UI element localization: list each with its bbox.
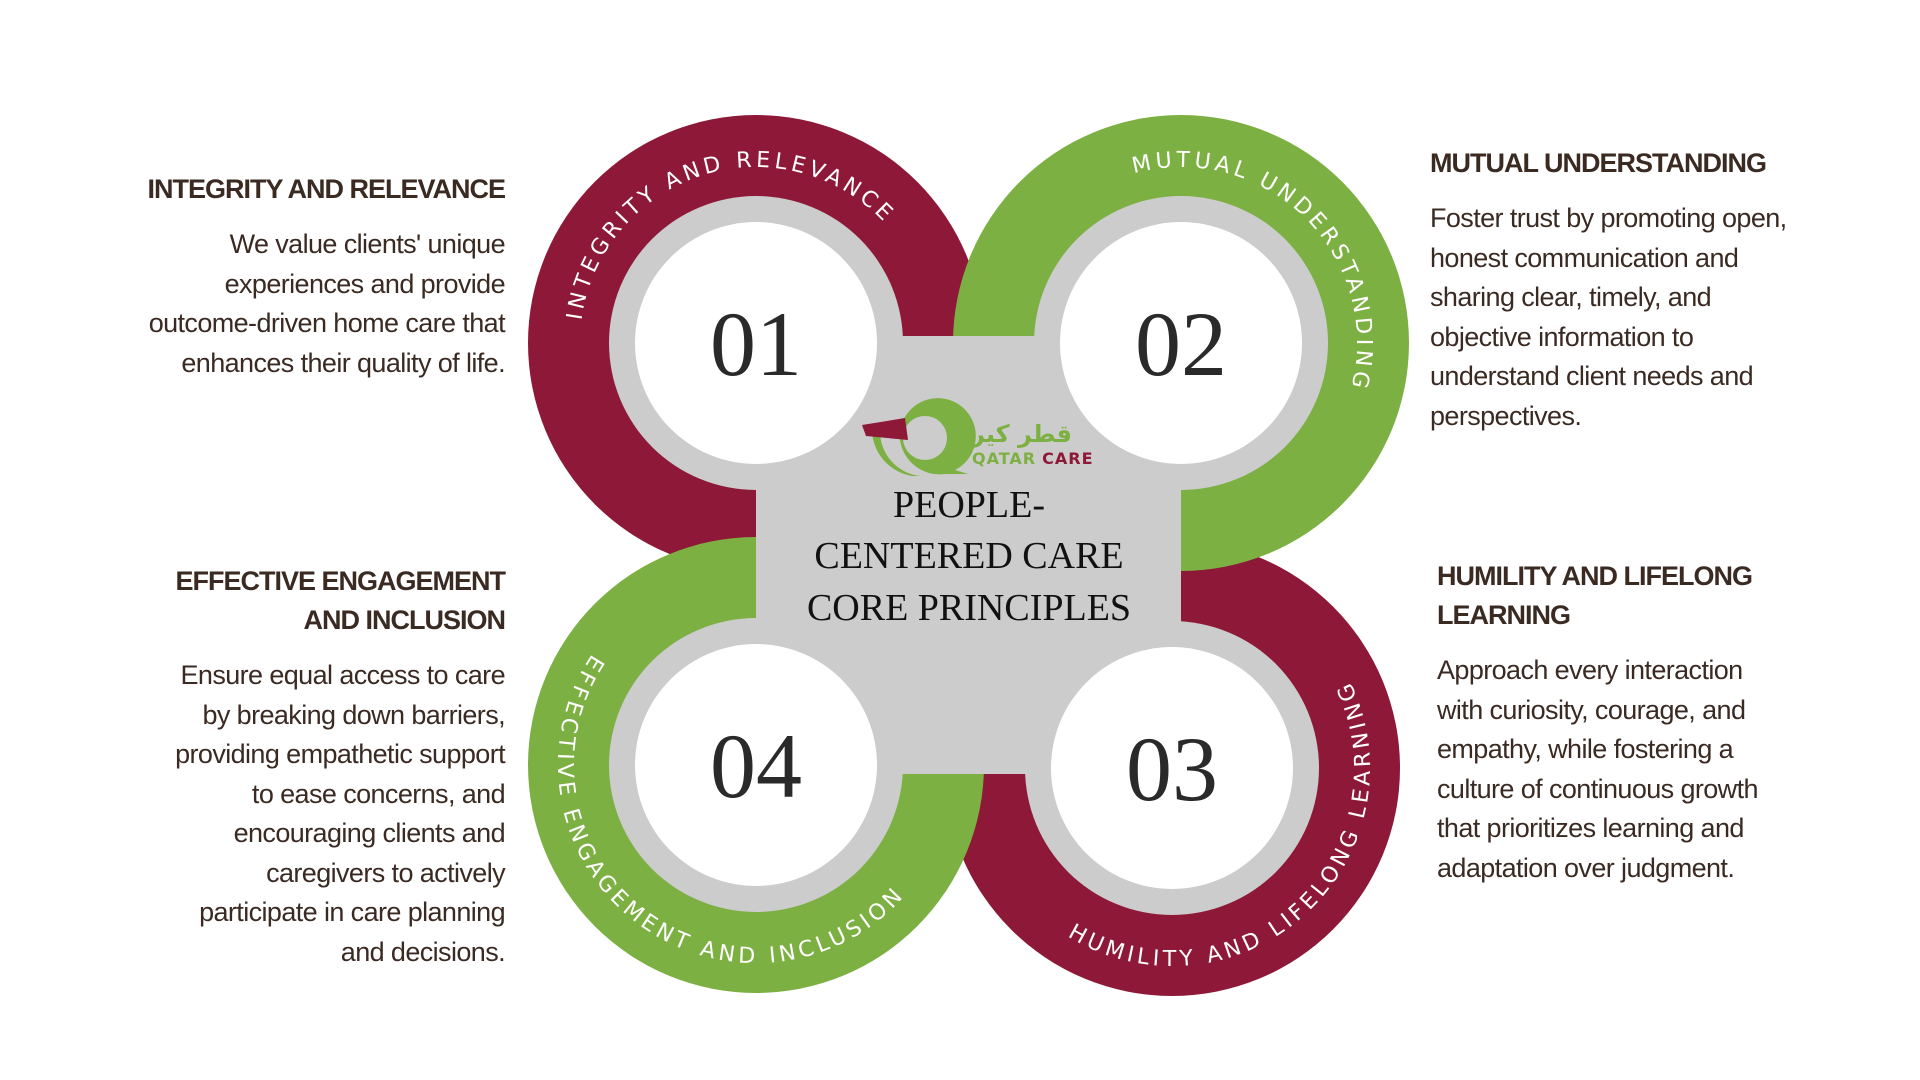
body-line: that prioritizes learning and xyxy=(1437,813,1744,843)
body-line: encouraging clients and xyxy=(233,818,506,848)
principle-2-heading: MUTUAL UNDERSTANDING xyxy=(1430,148,1767,178)
body-line: by breaking down barriers, xyxy=(202,699,505,730)
body-line: caregivers to actively xyxy=(266,857,506,888)
body-line: and decisions. xyxy=(340,936,506,967)
principle-2-description: MUTUAL UNDERSTANDING Foster trust by pro… xyxy=(1430,144,1900,436)
body-line: objective information to xyxy=(1430,321,1694,352)
body-line: honest communication and xyxy=(1430,242,1739,273)
logo-arabic: قطر كير xyxy=(970,420,1072,448)
body-line: to ease concerns, and xyxy=(251,778,506,809)
body-line: with curiosity, courage, and xyxy=(1437,694,1746,725)
body-line: participate in care planning xyxy=(199,897,506,927)
principle-3-number-disc xyxy=(1051,647,1293,889)
principle-1-description: INTEGRITY AND RELEVANCE We value clients… xyxy=(85,170,506,383)
principle-1-number-disc xyxy=(635,222,877,464)
center-title-line-3: CORE PRINCIPLES xyxy=(807,587,1131,629)
principle-1-heading: INTEGRITY AND RELEVANCE xyxy=(147,174,506,204)
principle-3-number: 03 xyxy=(1126,718,1218,820)
body-line: culture of continuous growth xyxy=(1437,773,1759,804)
principle-4-number: 04 xyxy=(710,715,802,817)
body-line: outcome-driven home care that xyxy=(148,308,506,338)
body-line: sharing clear, timely, and xyxy=(1430,282,1712,312)
body-line: adaptation over judgment. xyxy=(1437,852,1735,883)
principle-1-number: 01 xyxy=(710,293,802,395)
body-line: experiences and provide xyxy=(224,268,506,299)
principle-2-number-disc xyxy=(1060,222,1302,464)
body-line: We value clients' unique xyxy=(229,229,506,259)
body-line: enhances their quality of life. xyxy=(181,347,505,378)
logo-flag-stroke xyxy=(862,418,908,440)
body-line: Ensure equal access to care xyxy=(180,660,506,690)
body-line: Approach every interaction xyxy=(1437,655,1743,685)
body-line: providing empathetic support xyxy=(175,739,506,769)
body-line: empathy, while fostering a xyxy=(1437,734,1734,764)
center-title-line-1: PEOPLE- xyxy=(893,484,1045,526)
body-line: Foster trust by promoting open, xyxy=(1430,203,1787,233)
principle-2-number: 02 xyxy=(1135,293,1227,395)
center-title-line-2: CENTERED CARE xyxy=(814,535,1123,577)
body-line: understand client needs and xyxy=(1430,361,1754,391)
body-line: perspectives. xyxy=(1430,400,1582,431)
principle-4-number-disc xyxy=(635,644,877,886)
